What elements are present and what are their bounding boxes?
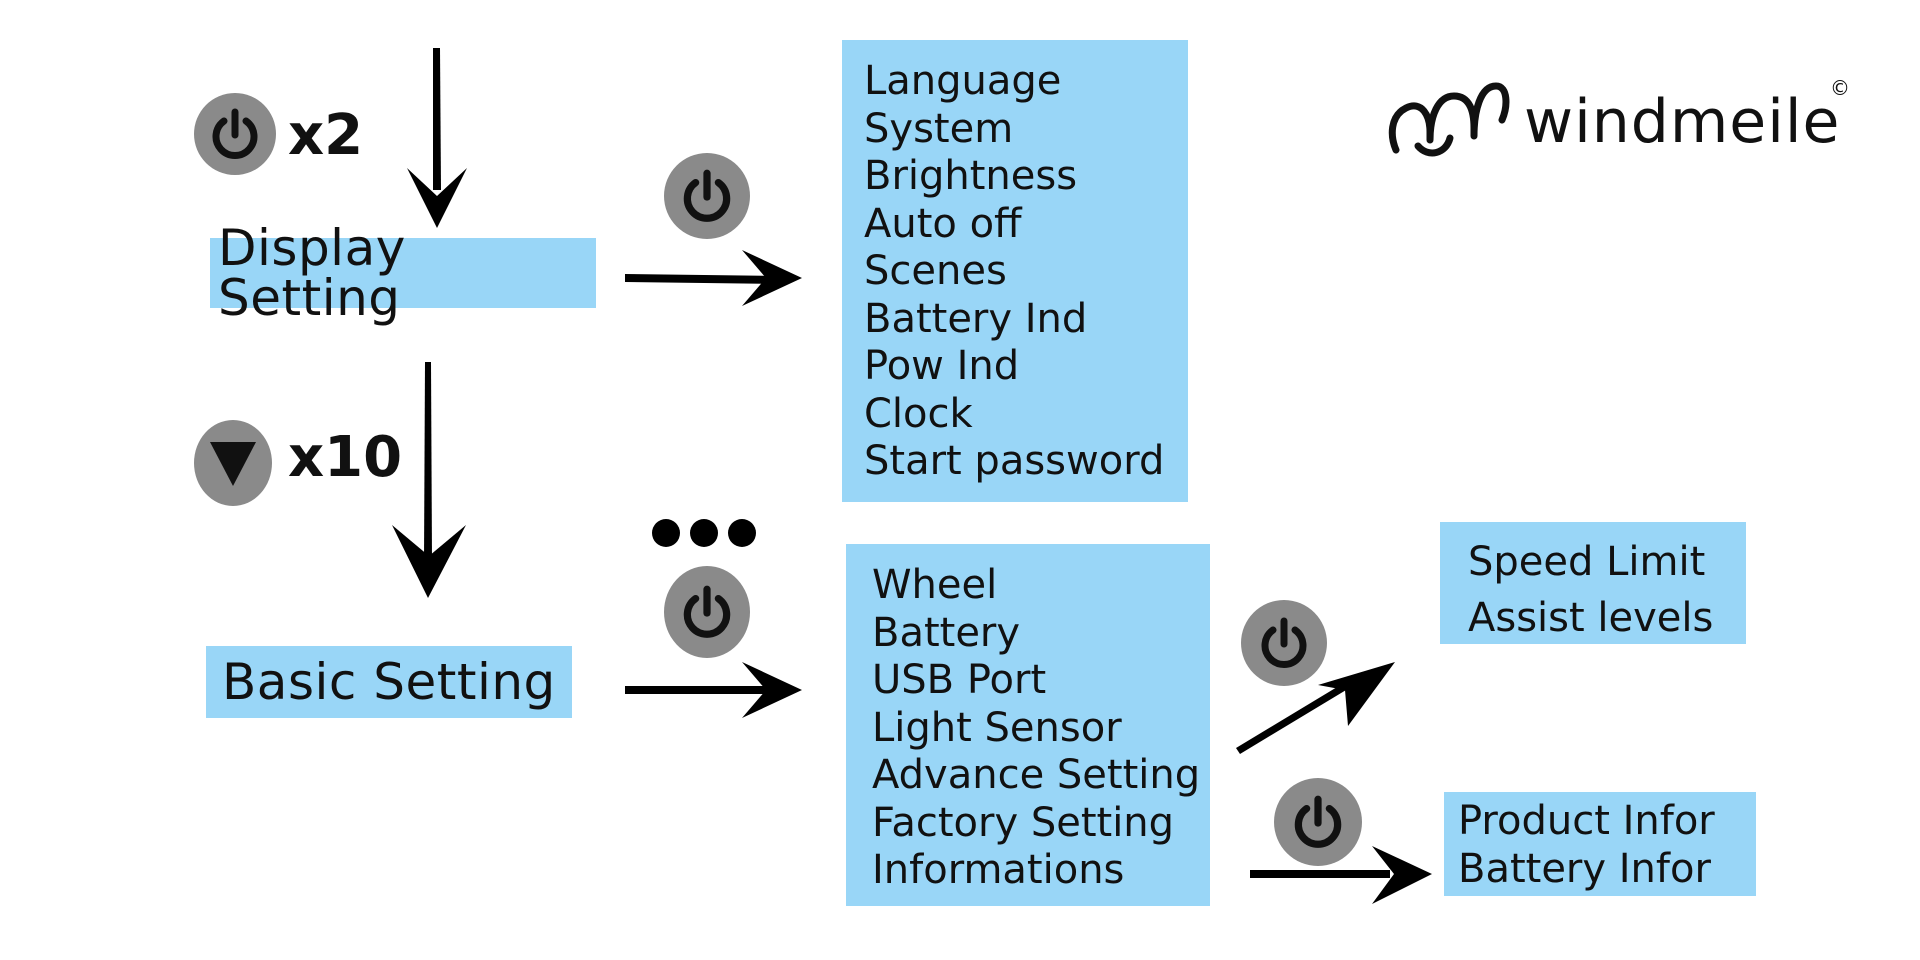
basic-setting-label: Basic Setting [222,653,556,711]
brand-name: windmeile [1524,87,1841,157]
basic-setting-menu: Wheel Battery USB Port Light Sensor Adva… [846,544,1210,906]
power-icon [1294,795,1342,848]
informations-menu: Product Infor Battery Infor [1444,792,1756,896]
menu-item-battery: Battery [872,609,1021,656]
power-button-basic [664,566,750,658]
menu-item-assist-levels: Assist levels [1468,595,1714,641]
ellipsis-dots [652,519,756,547]
menu-item-factory-setting: Factory Setting [872,799,1175,846]
menu-item-informations: Informations [872,847,1125,893]
menu-item-auto-off: Auto off [864,200,1022,247]
power-icon [683,169,731,222]
power-button-informations [1274,778,1362,866]
down-triangle-icon [210,442,256,486]
menu-item-start-password: Start password [864,438,1165,484]
power-icon [683,585,731,638]
menu-item-speed-limit: Speed Limit [1468,539,1706,585]
right-arrow-informations [1250,846,1432,904]
menu-item-brightness: Brightness [864,153,1078,199]
menu-item-battery-infor: Battery Infor [1458,845,1711,892]
menu-item-clock: Clock [864,390,973,437]
down-arrow-1 [407,48,467,228]
menu-item-wheel: Wheel [872,562,998,608]
step-2-count: x10 [288,425,403,490]
logo-mark-icon [1388,82,1510,157]
diagonal-arrow-advance [1236,662,1395,754]
power-button-display [664,153,750,239]
step-1-count: x2 [288,103,364,168]
power-icon [212,108,258,159]
display-setting-box: Display Setting [210,223,596,323]
brand-logo: windmeile © [1388,76,1858,166]
power-icon [1261,617,1307,668]
display-setting-label: Display Setting [218,219,406,327]
menu-item-system: System [864,105,1014,152]
power-button-step-1 [194,93,276,175]
menu-item-battery-ind: Battery Ind [864,295,1088,342]
menu-item-advance-setting: Advance Setting [872,752,1201,798]
menu-item-language: Language [864,58,1062,104]
down-arrow-2 [392,362,466,598]
power-button-advance [1241,600,1327,686]
down-button-step-2 [194,420,272,506]
display-setting-menu: Language System Brightness Auto off Scen… [842,40,1188,502]
basic-setting-box: Basic Setting [206,646,572,718]
menu-item-pow-ind: Pow Ind [864,343,1020,389]
copyright-mark: © [1830,76,1850,100]
menu-item-scenes: Scenes [864,248,1007,294]
advance-setting-menu: Speed Limit Assist levels [1440,522,1746,644]
right-arrow-basic [625,662,802,718]
menu-item-usb-port: USB Port [872,657,1047,703]
right-arrow-display [625,250,802,306]
menu-item-light-sensor: Light Sensor [872,704,1122,751]
menu-item-product-infor: Product Infor [1458,798,1715,844]
